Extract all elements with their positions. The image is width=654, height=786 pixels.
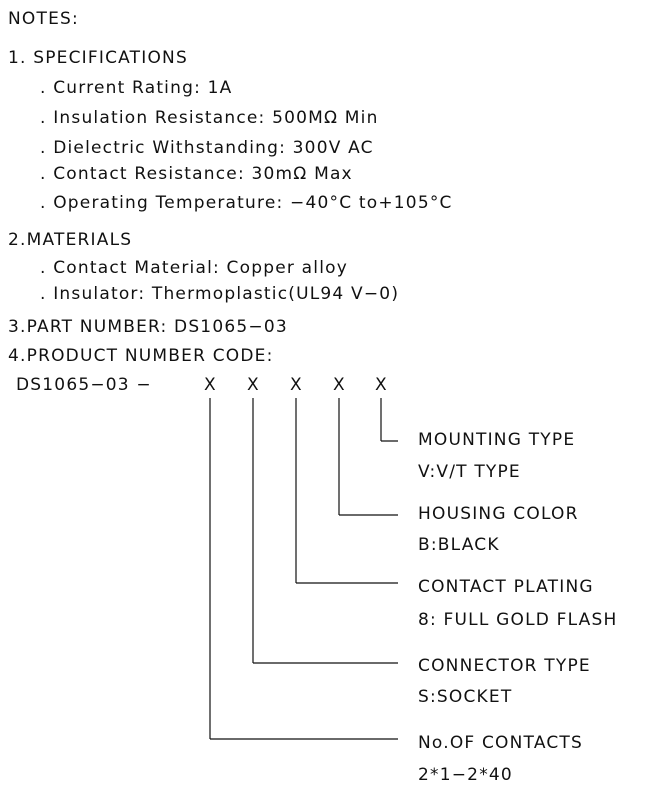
section-heading-materials: 2.MATERIALS xyxy=(8,230,133,250)
section-heading-product-code: 4.PRODUCT NUMBER CODE: xyxy=(8,346,274,366)
code-placeholder: X xyxy=(204,375,217,395)
field-name: CONNECTOR TYPE xyxy=(418,656,591,676)
field-value: S:SOCKET xyxy=(418,687,513,707)
code-placeholder: X xyxy=(290,375,303,395)
code-placeholder: X xyxy=(333,375,346,395)
code-placeholder: X xyxy=(247,375,260,395)
section-heading-specifications: 1. SPECIFICATIONS xyxy=(8,48,188,68)
spec-item: . Operating Temperature: −40°C to+105°C xyxy=(40,193,453,213)
field-name: CONTACT PLATING xyxy=(418,577,594,597)
spec-item: . Contact Resistance: 30mΩ Max xyxy=(40,164,353,184)
spec-item: . Dielectric Withstanding: 300V AC xyxy=(40,138,374,158)
code-placeholder: X xyxy=(375,375,388,395)
material-item: . Contact Material: Copper alloy xyxy=(40,258,348,278)
spec-item: . Insulation Resistance: 500MΩ Min xyxy=(40,108,379,128)
code-prefix: DS1065−03 − xyxy=(16,375,152,395)
field-value: 2*1−2*40 xyxy=(418,765,513,785)
section-heading-part-number: 3.PART NUMBER: DS1065−03 xyxy=(8,317,288,337)
field-name: No.OF CONTACTS xyxy=(418,733,583,753)
spec-item: . Current Rating: 1A xyxy=(40,78,233,98)
field-value: B:BLACK xyxy=(418,535,500,555)
field-value: 8: FULL GOLD FLASH xyxy=(418,610,618,630)
notes-title: NOTES: xyxy=(8,9,79,29)
material-item: . Insulator: Thermoplastic(UL94 V−0) xyxy=(40,284,400,304)
field-value: V:V/T TYPE xyxy=(418,462,521,482)
field-name: HOUSING COLOR xyxy=(418,504,579,524)
field-name: MOUNTING TYPE xyxy=(418,430,576,450)
